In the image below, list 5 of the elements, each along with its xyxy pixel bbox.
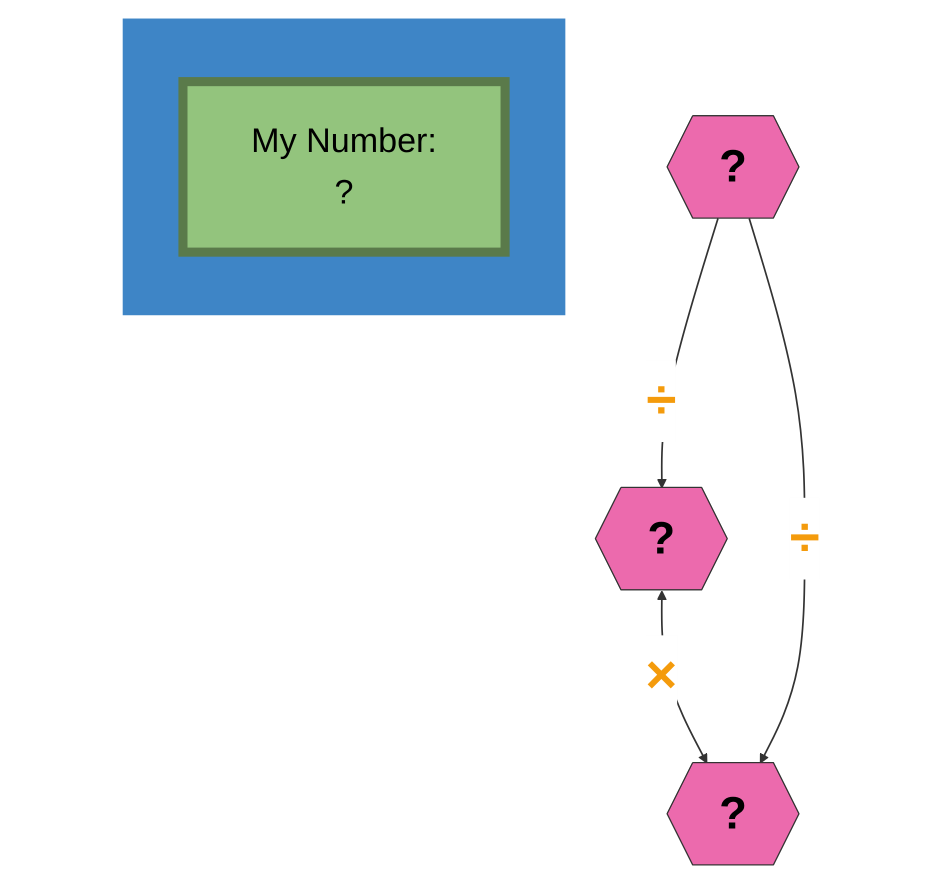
edge-label: ÷ <box>790 508 820 568</box>
cluster <box>122 18 566 316</box>
edge-label: ÷ <box>646 370 676 431</box>
edge-label: × <box>645 645 678 706</box>
node-box: My Number: ? <box>178 77 510 257</box>
